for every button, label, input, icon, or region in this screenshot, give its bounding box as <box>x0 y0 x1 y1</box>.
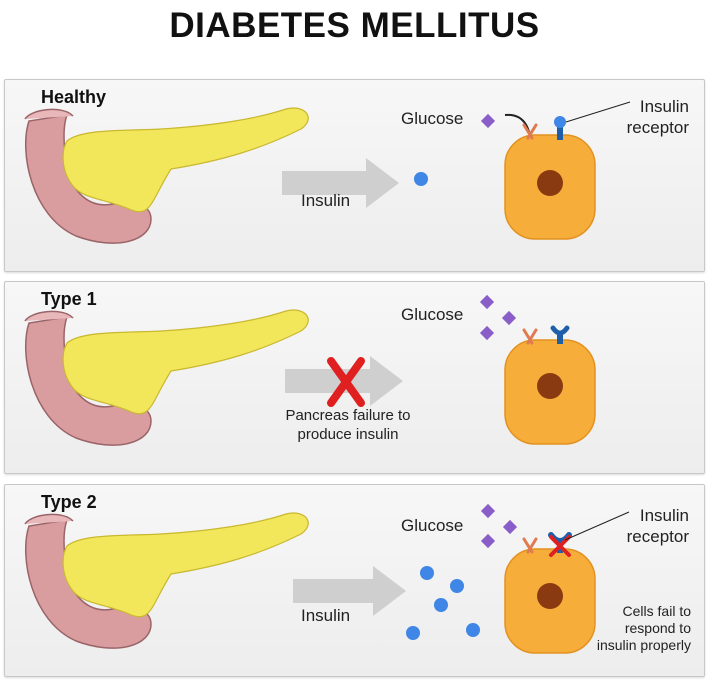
insulin-molecule <box>414 172 428 186</box>
cell-type1 <box>504 339 596 445</box>
panel-healthy: Healthy Glucose Insulin Insulin receptor <box>4 79 705 272</box>
pancreas-type1 <box>24 309 309 446</box>
insulin-receptor-label-line1: Insulin <box>639 97 689 116</box>
insulin-receptor-label-line1: Insulin <box>639 506 689 525</box>
insulin-arrow-label: Insulin <box>301 191 351 210</box>
glucose-label: Glucose <box>401 305 464 324</box>
panel-type2: Type 2 Glucose Insulin Insulin re <box>4 484 705 677</box>
receptor-pointer <box>564 511 630 541</box>
panel-label-type2: Type 2 <box>41 492 97 512</box>
insulin-receptor-label-line2: receptor <box>626 527 689 546</box>
insulin-receptor-empty <box>550 325 570 344</box>
insulin-molecule <box>450 579 464 593</box>
glucose-transporter <box>522 123 538 140</box>
failure-x-mark <box>327 357 365 407</box>
arrow-healthy <box>282 158 399 208</box>
insulin-arrow-label: Insulin <box>301 606 351 625</box>
glucose-label: Glucose <box>401 516 464 535</box>
receptor-pointer <box>565 101 631 123</box>
insulin-receptor-healthy <box>554 116 566 140</box>
cells-fail-label-line3: insulin properly <box>596 637 691 653</box>
glucose-label: Glucose <box>401 109 464 128</box>
glucose-molecule <box>480 113 496 129</box>
panel-label-healthy: Healthy <box>41 87 107 107</box>
insulin-molecule <box>406 626 420 640</box>
failure-label-line1: Pancreas failure to <box>285 407 411 424</box>
cells-fail-label-line2: respond to <box>624 620 691 636</box>
glucose-molecule <box>480 533 496 549</box>
healthy-illustration <box>24 101 631 244</box>
failure-label-line2: produce insulin <box>297 426 399 443</box>
glucose-molecule <box>502 519 518 535</box>
insulin-molecule <box>420 566 434 580</box>
cell-healthy <box>504 134 596 240</box>
cell-type2 <box>504 548 596 654</box>
glucose-molecule <box>479 294 495 310</box>
pancreas-type2 <box>24 512 309 649</box>
insulin-molecule <box>466 623 480 637</box>
type1-illustration <box>24 294 596 446</box>
panel-label-type1: Type 1 <box>41 289 97 309</box>
glucose-molecule <box>501 310 517 326</box>
glucose-transporter <box>522 328 538 345</box>
type2-illustration <box>24 503 630 654</box>
glucose-molecule <box>480 503 496 519</box>
cells-fail-label-line1: Cells fail to <box>622 603 691 619</box>
insulin-molecule <box>434 598 448 612</box>
arrow-type2 <box>293 566 406 616</box>
insulin-receptor-blocked <box>548 532 572 557</box>
insulin-receptor-label-line2: receptor <box>626 118 689 137</box>
glucose-transporter <box>522 537 538 554</box>
page-title: DIABETES MELLITUS <box>169 6 540 45</box>
glucose-molecule <box>479 325 495 341</box>
pancreas-healthy <box>24 107 309 244</box>
panel-type1: Type 1 Glucose Pancreas failure to produ… <box>4 281 705 474</box>
